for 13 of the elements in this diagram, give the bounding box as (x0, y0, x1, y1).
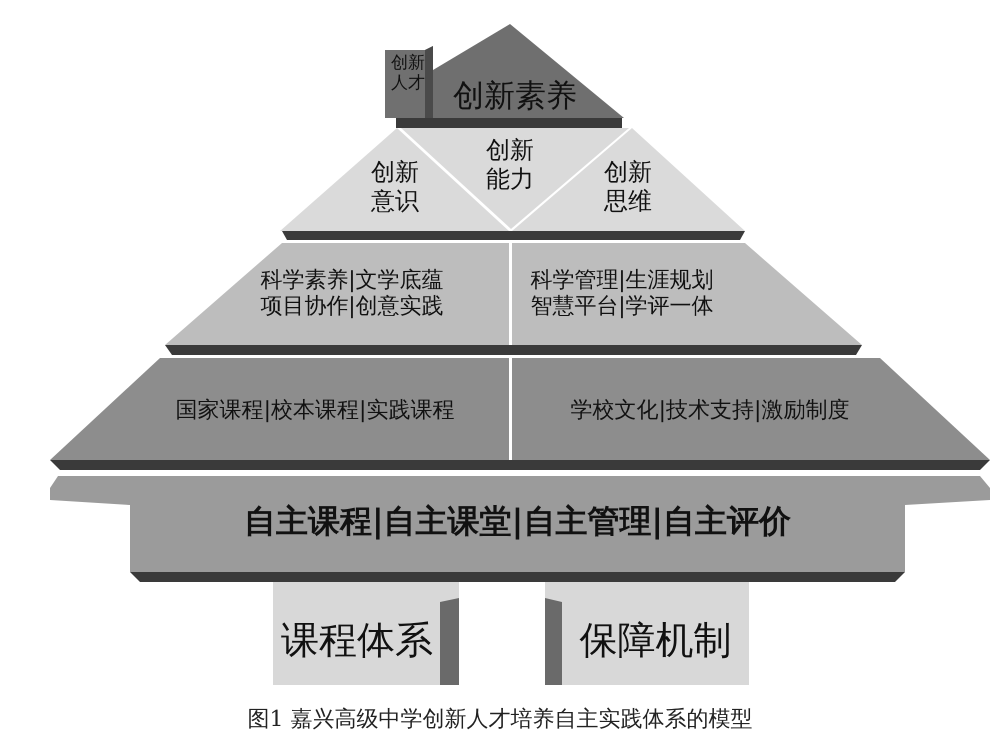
node-label: 保障机制 (578, 618, 732, 664)
node-label: 国家课程|校本课程|实践课程 (174, 398, 456, 424)
node-label: 学校文化|技术支持|激励制度 (570, 398, 850, 424)
node-label: 创新思维 (603, 158, 653, 216)
node-label: 科学管理|生涯规划智慧平台|学评一体 (529, 268, 715, 321)
node-label: 创新人才 (390, 53, 426, 94)
node-label: 课程体系 (280, 618, 434, 664)
figure-caption: 图1 嘉兴高级中学创新人才培养自主实践体系的模型 (246, 706, 754, 734)
node-label: 创新素养 (452, 78, 578, 116)
node-label: 创新能力 (485, 136, 535, 194)
node-label: 创新意识 (370, 158, 420, 216)
node-label: 自主课程|自主课堂|自主管理|自主评价 (242, 502, 792, 540)
node-label: 科学素养|文学底蕴项目协作|创意实践 (259, 268, 445, 321)
